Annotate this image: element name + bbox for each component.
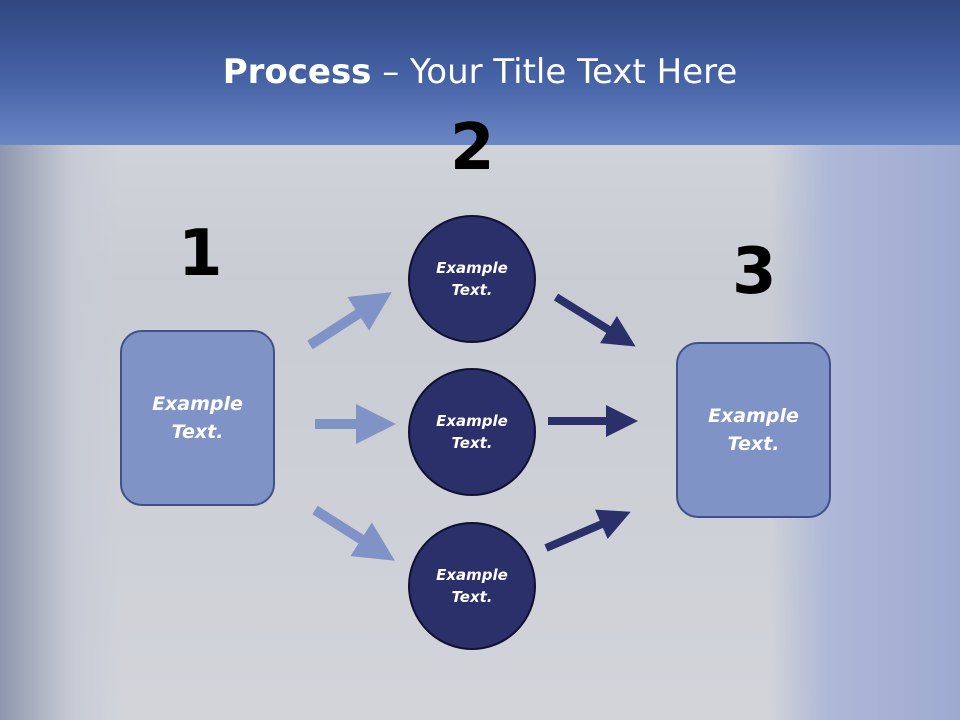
circle-bottom: Example Text. [408,522,536,650]
arrow-from-top-circle [553,293,636,347]
left-box-text: Example Text. [152,392,243,444]
title-rest: – Your Title Text Here [371,52,738,92]
arrow-to-bottom-circle [312,505,395,561]
circle-top: Example Text. [408,215,536,343]
title-bold: Process [222,52,372,92]
arrow-from-bottom-circle [544,509,631,552]
circle-bottom-text: Example Text. [436,565,508,607]
step-number-3: 3 [732,235,777,309]
circle-middle: Example Text. [408,368,536,496]
slide-title: Process – Your Title Text Here [0,52,960,92]
step-number-2: 2 [450,111,495,185]
circle-top-text: Example Text. [436,258,508,300]
step-number-1: 1 [178,217,223,291]
circle-middle-text: Example Text. [436,411,508,453]
arrow-to-top-circle [307,292,392,350]
right-box-text: Example Text. [708,404,799,456]
background-person-left [0,145,120,720]
left-step-box: Example Text. [120,330,275,506]
title-bar: Process – Your Title Text Here [0,0,960,145]
right-step-box: Example Text. [676,342,831,518]
